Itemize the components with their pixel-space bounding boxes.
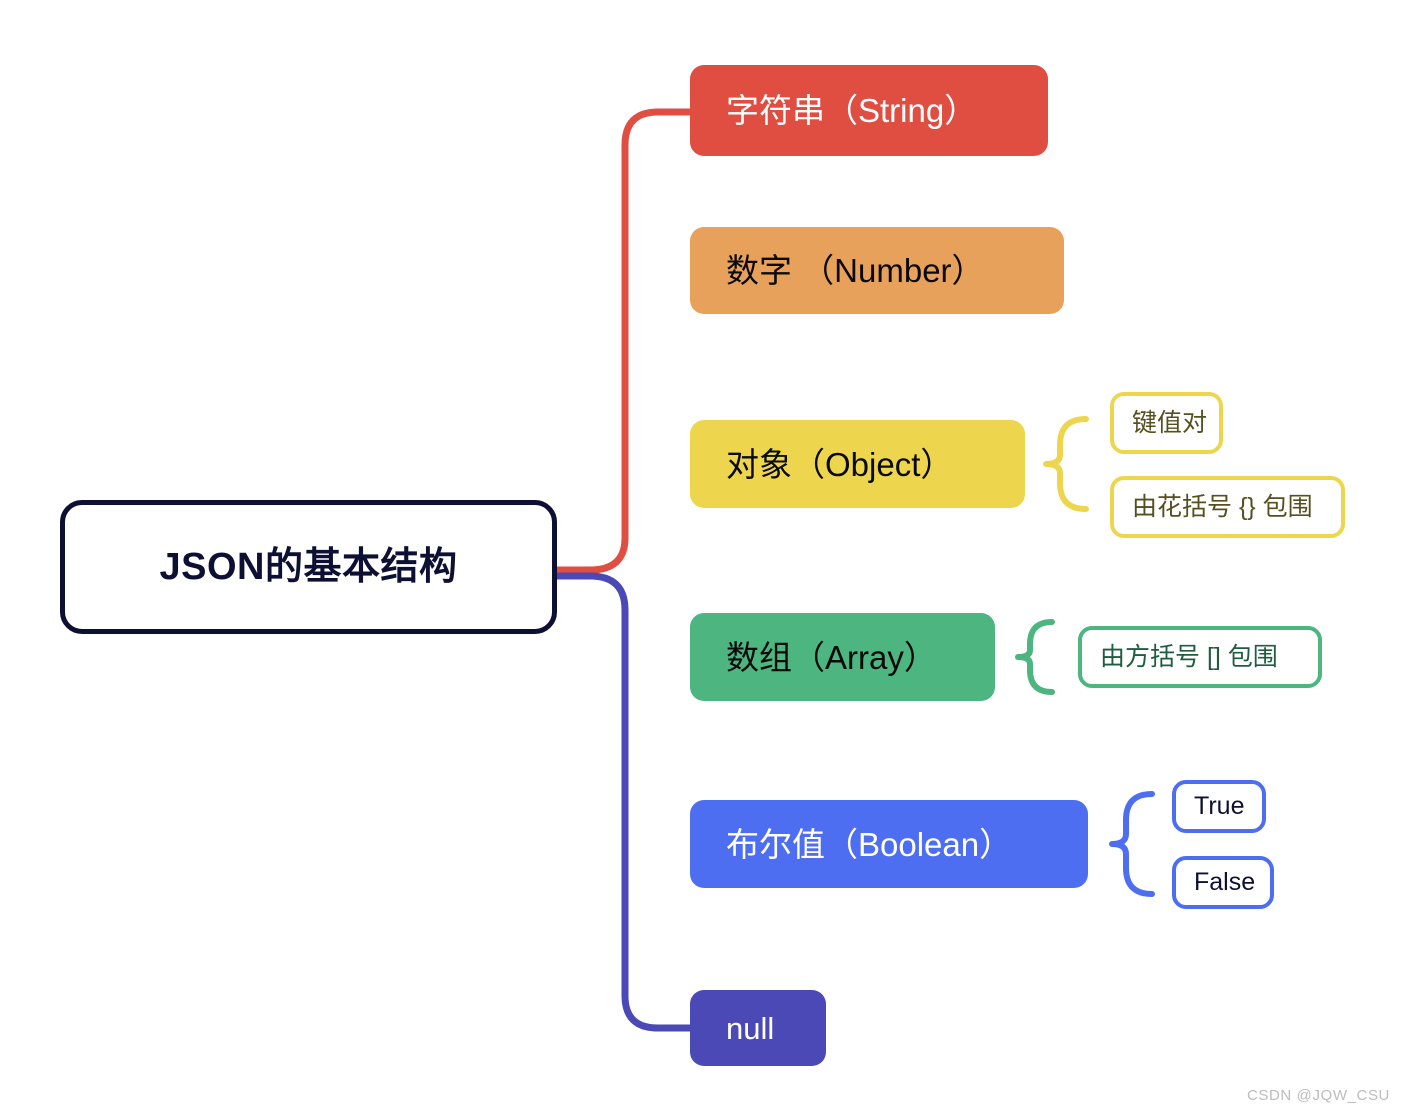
- leaf-node-curly-braces[interactable]: 由花括号 {} 包围: [1110, 476, 1345, 538]
- leaf-label-square-brackets: 由方括号 [] 包围: [1100, 642, 1278, 671]
- branch-node-boolean[interactable]: 布尔值（Boolean）: [690, 800, 1088, 888]
- branch-label-array: 数组（Array）: [726, 638, 937, 676]
- watermark: CSDN @JQW_CSU: [1246, 1087, 1390, 1104]
- brace-object: [1043, 416, 1089, 512]
- branch-node-string[interactable]: 字符串（String）: [690, 65, 1048, 156]
- leaf-node-square-brackets[interactable]: 由方括号 [] 包围: [1078, 626, 1322, 688]
- branch-node-array[interactable]: 数组（Array）: [690, 613, 995, 701]
- leaf-node-true[interactable]: True: [1172, 780, 1266, 833]
- branch-label-boolean: 布尔值（Boolean）: [726, 825, 1013, 863]
- branch-label-string: 字符串（String）: [726, 92, 978, 129]
- brace-array: [1015, 619, 1055, 695]
- branch-label-number: 数字 （Number）: [726, 252, 985, 289]
- root-node-label: JSON的基本结构: [159, 546, 458, 588]
- branch-label-object: 对象（Object）: [726, 445, 954, 483]
- brace-boolean: [1109, 791, 1155, 897]
- root-node[interactable]: JSON的基本结构: [60, 500, 557, 634]
- leaf-node-false[interactable]: False: [1172, 856, 1274, 909]
- leaf-label-true: True: [1194, 792, 1245, 820]
- leaf-label-curly-braces: 由花括号 {} 包围: [1132, 492, 1313, 521]
- branch-label-null: null: [726, 1010, 775, 1046]
- connector-root-to-string: [553, 108, 694, 574]
- leaf-node-key-value[interactable]: 键值对: [1110, 392, 1223, 454]
- leaf-label-false: False: [1194, 868, 1256, 896]
- branch-node-object[interactable]: 对象（Object）: [690, 420, 1025, 508]
- branch-node-null[interactable]: null: [690, 990, 826, 1066]
- branch-node-number[interactable]: 数字 （Number）: [690, 227, 1064, 314]
- connector-root-to-null: [553, 572, 694, 1032]
- leaf-label-key-value: 键值对: [1132, 408, 1208, 437]
